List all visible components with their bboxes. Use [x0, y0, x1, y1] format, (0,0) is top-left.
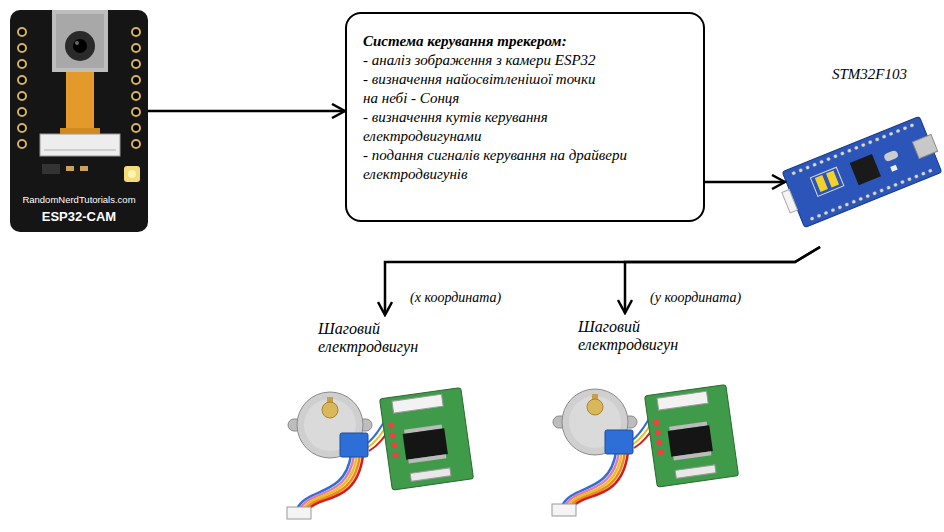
pin-holes	[132, 28, 140, 36]
node-text: - визначення кутів керування електродвиг…	[363, 108, 633, 146]
pin-holes	[18, 140, 26, 148]
node-heading: Шаговий електродвигун	[578, 318, 698, 354]
stepper-motor-picture	[287, 388, 474, 519]
node-heading: RandomNerdTutorials.com	[22, 194, 135, 206]
stm32-board	[810, 167, 843, 196]
camera-module	[65, 31, 95, 61]
stm32-board	[782, 116, 942, 227]
stepper-motor: Шаговий електродвигун	[548, 313, 743, 530]
stm32-board	[912, 134, 937, 158]
node-heading: STM32F103	[799, 65, 940, 83]
stm32-board	[782, 190, 798, 213]
camera-ribbon	[60, 128, 100, 134]
controller-board: STM32F103	[785, 62, 940, 247]
node-heading: Система керування трекером:	[363, 32, 693, 51]
connector-arrow	[705, 181, 785, 184]
pin-holes	[132, 124, 140, 132]
camera-board: RandomNerdTutorials.comESP32-CAM	[10, 10, 148, 232]
pin-holes	[18, 92, 26, 100]
pin-holes	[18, 28, 140, 148]
process-box: Система керування трекером:- аналіз зобр…	[345, 12, 705, 222]
stm32-board	[775, 115, 944, 231]
pin-holes	[132, 92, 140, 100]
camera-ribbon	[66, 72, 94, 130]
flash-led	[128, 170, 136, 178]
fpc-connector	[44, 150, 116, 151]
node-text: ESP32-CAM	[42, 209, 116, 225]
flash-led	[124, 166, 140, 182]
stm32-board	[850, 154, 881, 185]
node-text: - подання сигналів керування на драйвери…	[363, 146, 633, 184]
pin-holes	[18, 44, 26, 52]
pin-holes	[18, 124, 26, 132]
connector-arrow	[625, 247, 820, 313]
pin-holes	[132, 60, 140, 68]
node-heading: Шаговий електродвигун	[318, 320, 438, 356]
stepper-motor-picture	[552, 385, 739, 516]
edge-label: (x координата)	[408, 290, 503, 306]
connector-arrow	[148, 110, 345, 113]
pin-holes	[132, 108, 140, 116]
component	[80, 166, 88, 171]
camera-module	[52, 10, 108, 72]
stm32-board	[890, 165, 897, 172]
connector-arrow	[385, 247, 820, 315]
node-text: - визначення найосвітленішої точки на не…	[363, 70, 601, 108]
fpc-connector	[40, 134, 120, 156]
stepper-motor: Шаговий електродвигун	[283, 315, 478, 528]
stm32-board	[883, 150, 899, 163]
esp32-cam-board	[10, 10, 148, 232]
pin-holes	[18, 28, 26, 36]
component	[42, 164, 60, 174]
edge-label: (y координата)	[648, 290, 743, 306]
camera-module	[73, 39, 87, 53]
stm32-board	[815, 175, 828, 192]
pin-holes	[132, 44, 140, 52]
pin-holes	[18, 76, 26, 84]
component	[66, 166, 74, 171]
node-text: - аналіз зображення з камери ESP32	[363, 51, 693, 70]
esp32-cam-board	[10, 10, 148, 232]
camera-module	[75, 41, 79, 45]
pin-holes	[18, 108, 26, 116]
camera-module	[56, 14, 104, 68]
pin-holes	[132, 140, 140, 148]
pin-holes	[132, 76, 140, 84]
stm32-board	[826, 171, 839, 188]
pin-holes	[18, 60, 26, 68]
camera-module	[52, 10, 108, 72]
